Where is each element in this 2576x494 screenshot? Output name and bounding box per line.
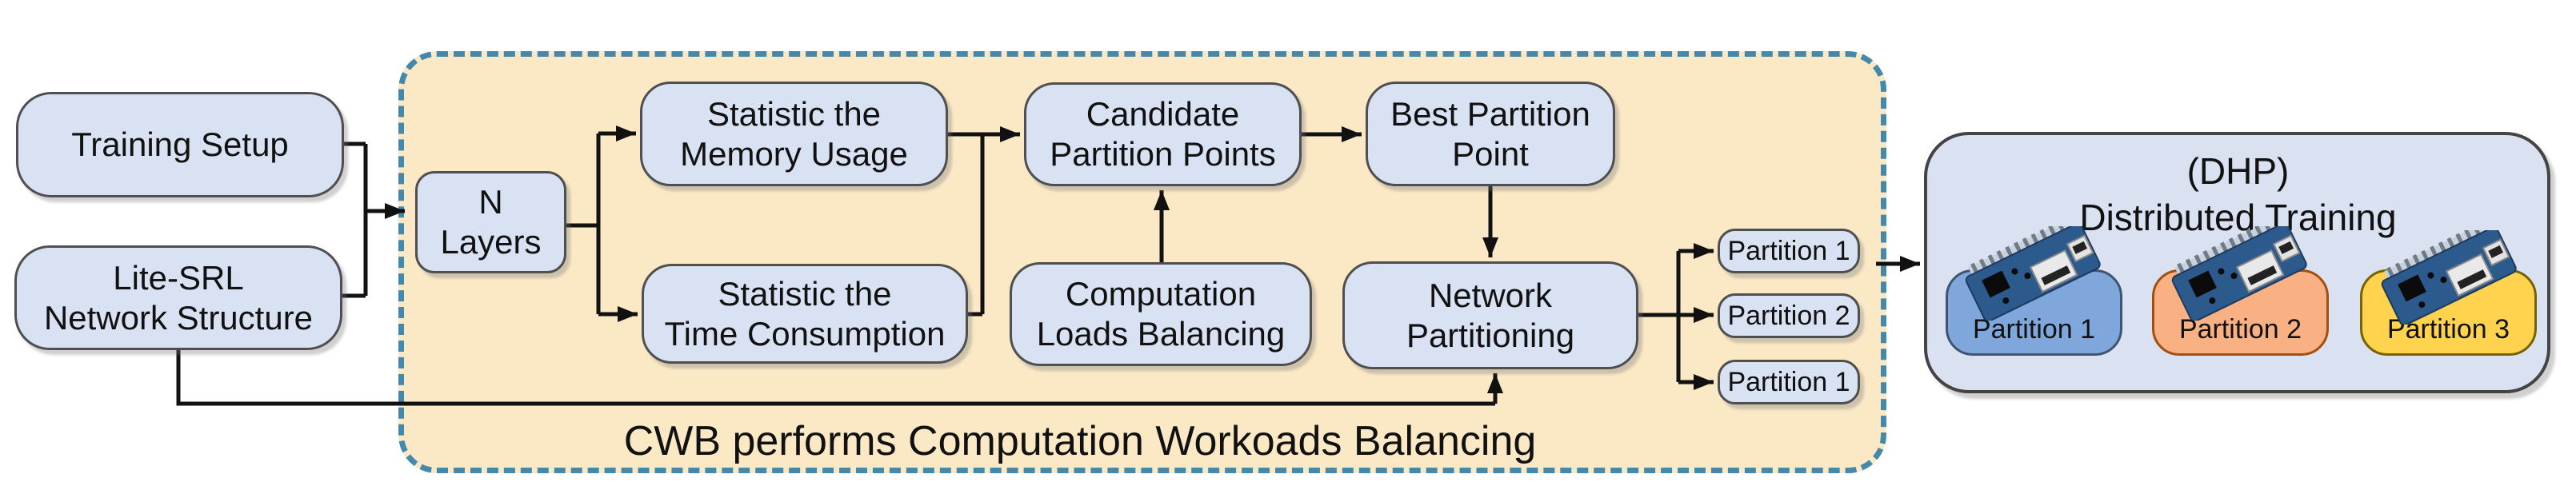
partition-output-2-label: Partition 2 xyxy=(1727,300,1850,331)
dhp-partition-1: Partition 1 xyxy=(1946,269,2122,356)
node-network-partitioning: Network Partitioning xyxy=(1342,261,1638,369)
node-best-partition-point-label: Best Partition Point xyxy=(1390,94,1590,173)
dhp-partition-1-label: Partition 1 xyxy=(1972,314,2096,345)
connector-stats-merge xyxy=(968,134,985,317)
node-computation-loads-balancing-label: Computation Loads Balancing xyxy=(1036,275,1286,353)
node-computation-loads-balancing: Computation Loads Balancing xyxy=(1010,262,1312,366)
connector-inputs-merge xyxy=(342,141,368,298)
node-lite-srl-label: Lite-SRL Network Structure xyxy=(43,258,314,337)
connector-n-layers-split xyxy=(566,133,601,314)
dhp-partition-3-label: Partition 3 xyxy=(2386,314,2510,345)
node-statistic-memory-usage: Statistic the Memory Usage xyxy=(640,82,948,186)
partition-output-1-label: Partition 1 xyxy=(1727,235,1850,266)
node-statistic-memory-usage-label: Statistic the Memory Usage xyxy=(680,94,908,173)
cwb-caption: CWB performs Computation Workoads Balanc… xyxy=(623,418,1537,464)
node-training-setup: Training Setup xyxy=(16,92,344,197)
dhp-partition-2: Partition 2 xyxy=(2152,269,2329,356)
node-partition-output-1: Partition 1 xyxy=(1718,229,1860,273)
node-partition-output-3: Partition 1 xyxy=(1718,360,1860,404)
node-statistic-time-consumption-label: Statistic the Time Consumption xyxy=(664,274,946,353)
partition-output-3-label: Partition 1 xyxy=(1727,366,1850,397)
node-n-layers: N Layers xyxy=(415,171,566,273)
dhp-title-line2: Distributed Training xyxy=(2079,196,2397,238)
node-network-partitioning-label: Network Partitioning xyxy=(1406,276,1575,354)
dhp-partition-3: Partition 3 xyxy=(2360,269,2537,356)
node-candidate-partition-points-label: Candidate Partition Points xyxy=(1050,95,1276,173)
node-training-setup-label: Training Setup xyxy=(71,125,289,164)
dhp-partition-2-label: Partition 2 xyxy=(2178,314,2302,345)
node-best-partition-point: Best Partition Point xyxy=(1366,82,1615,186)
node-statistic-time-consumption: Statistic the Time Consumption xyxy=(642,264,968,364)
dhp-title: (DHP) Distributed Training xyxy=(1940,149,2536,241)
connector-partitioning-split xyxy=(1638,251,1681,382)
node-partition-output-2: Partition 2 xyxy=(1718,293,1860,338)
connector-litesrl-to-partitioning xyxy=(176,350,1495,406)
dhp-title-line1: (DHP) xyxy=(2186,150,2290,192)
node-n-layers-label: N Layers xyxy=(440,183,542,261)
node-lite-srl-network-structure: Lite-SRL Network Structure xyxy=(14,245,342,350)
node-candidate-partition-points: Candidate Partition Points xyxy=(1024,82,1302,186)
